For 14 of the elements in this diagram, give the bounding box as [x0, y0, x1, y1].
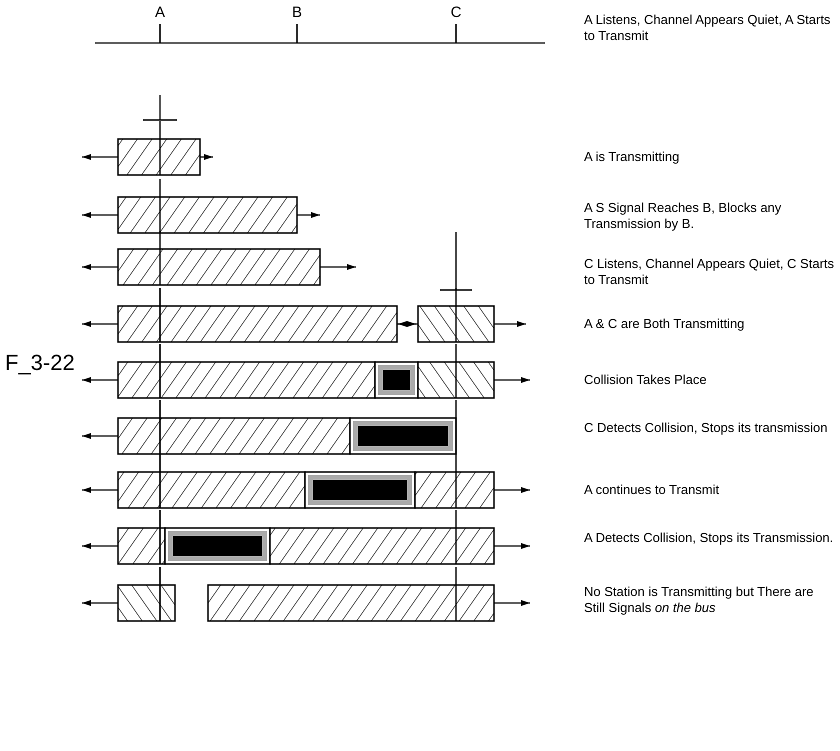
station-label: A: [154, 4, 166, 21]
step-description: No Station is Transmitting but There are Still Signals on the bus: [584, 584, 815, 616]
step-description: C Detects Collision, Stops its transmission: [584, 420, 828, 436]
step-description: A Listens, Channel Appears Quiet, A Starts to Transmit: [584, 12, 832, 44]
figure-number: F_3-22: [5, 350, 76, 376]
step-description: Collision Takes Place: [584, 372, 708, 388]
step-description: A S Signal Reaches B, Blocks any Transmission by B.: [584, 200, 782, 232]
step-description: C Listens, Channel Appears Quiet, C Starts to Transmit: [584, 256, 834, 288]
station-label: C: [450, 4, 462, 21]
step-description: A Detects Collision, Stops its Transmission.: [584, 530, 834, 546]
station-label: B: [290, 4, 303, 21]
step-description: A continues to Transmit: [584, 482, 720, 498]
step-description: A is Transmitting: [584, 149, 680, 165]
step-description: A & C are Both Transmitting: [584, 316, 746, 332]
